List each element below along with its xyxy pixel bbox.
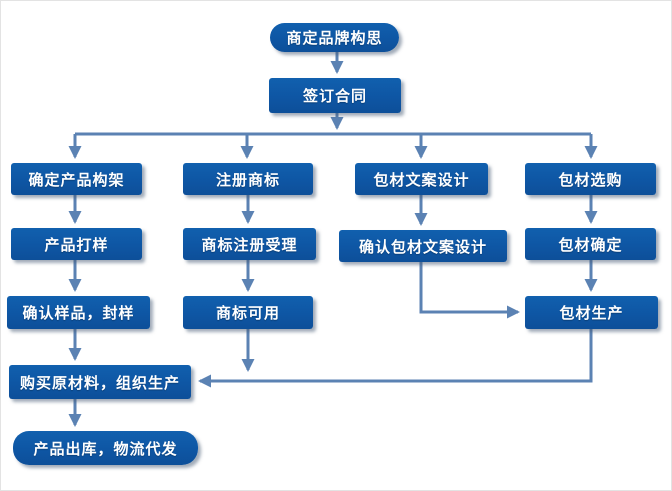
flow-node-sign-contract: 签订合同 [269, 78, 401, 113]
flow-node-product-shipment: 产品出库，物流代发 [13, 431, 198, 465]
flow-node-purchase-materials-production: 购买原材料，组织生产 [9, 365, 191, 399]
flow-node-packaging-copy-design: 包材文案设计 [355, 163, 488, 195]
flow-node-packaging-sourcing: 包材选购 [525, 163, 656, 195]
flow-node-define-product-framework: 确定产品构架 [11, 163, 142, 195]
flow-node-packaging-confirmed: 包材确定 [525, 228, 656, 260]
flow-node-trademark-usable: 商标可用 [183, 296, 313, 329]
flow-node-brand-concept: 商定品牌构思 [270, 23, 399, 52]
edge-packaging-production-to-purchase-materials [198, 329, 593, 388]
flow-node-register-trademark: 注册商标 [183, 163, 313, 195]
flow-node-confirm-sample-seal: 确认样品，封样 [7, 296, 150, 329]
flow-node-confirm-packaging-copy: 确认包材文案设计 [339, 230, 507, 262]
flow-node-trademark-registration-accept: 商标注册受理 [183, 228, 316, 260]
edge-confirm-copy-to-packaging-production [419, 262, 520, 319]
flow-node-product-sampling: 产品打样 [11, 228, 142, 260]
flow-node-packaging-production: 包材生产 [525, 296, 658, 329]
